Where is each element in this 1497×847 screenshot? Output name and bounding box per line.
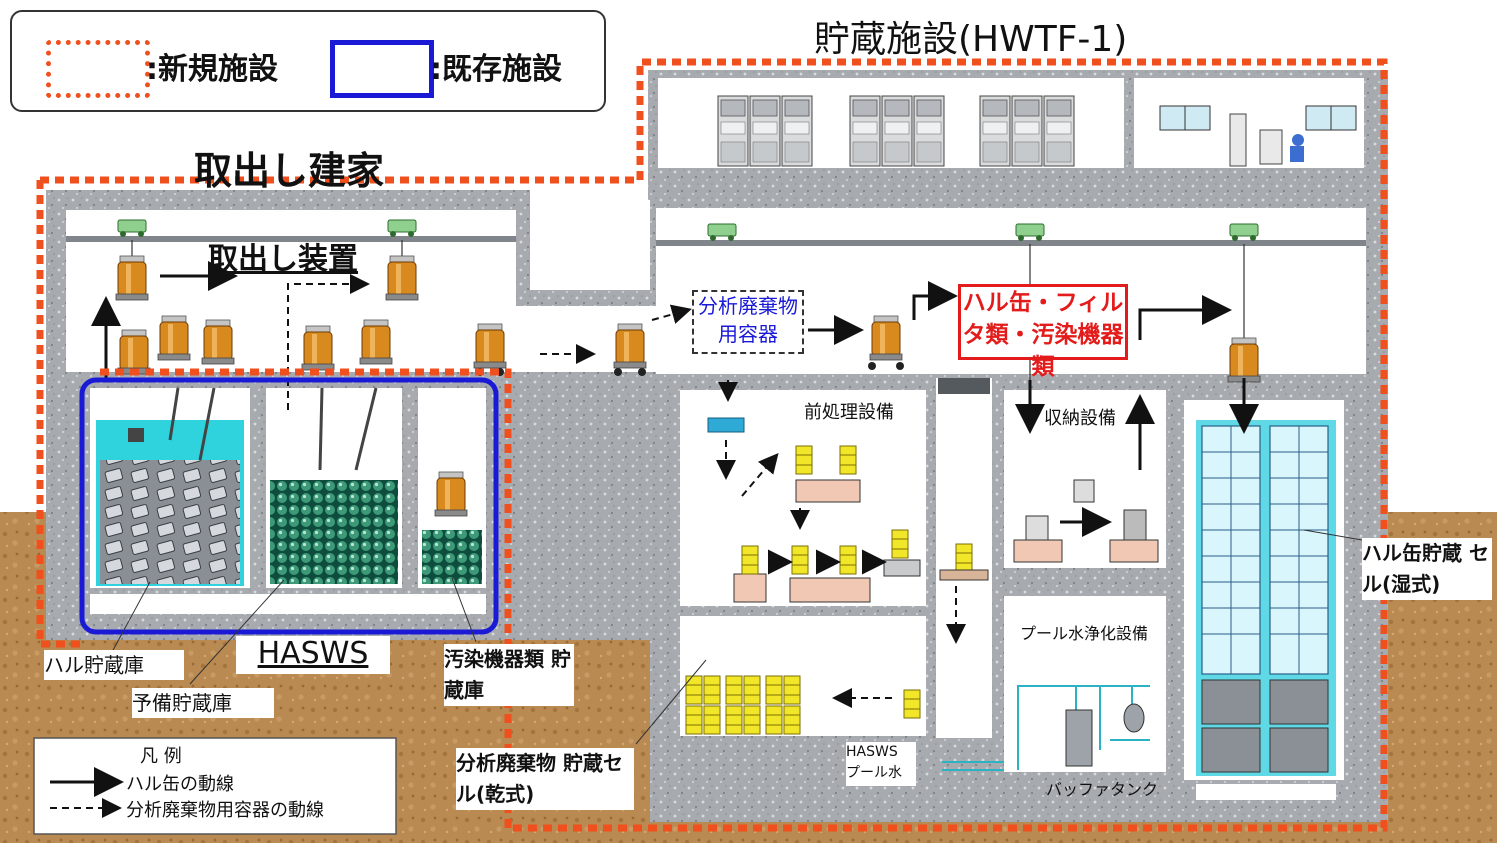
analysis-dry-cell-label: 分析廃棄物 貯蔵セル(乾式)	[456, 748, 634, 810]
contaminated-storage-label: 汚染機器類 貯蔵庫	[444, 644, 574, 706]
haSWS-pool-water-label: HASWS プール水	[846, 742, 916, 786]
hull-filter-box: ハル缶・フィルタ類・汚染機器類	[958, 284, 1128, 380]
pretreatment-label: 前処理設備	[804, 402, 894, 423]
storage-equipment-label: 収納設備	[1044, 408, 1116, 429]
legend-panel: :新規施設 :既存施設	[10, 10, 606, 112]
pool-purification-label: プール水浄化設備	[1020, 624, 1149, 643]
legend-dashed-label: 分析廃棄物用容器の動線	[126, 800, 324, 821]
hull-storage-label: ハル貯蔵庫	[44, 650, 184, 680]
buffer-tank-label: バッファタンク	[1046, 780, 1159, 799]
legend-solid-label: ハル缶の動線	[126, 774, 234, 795]
existing-facility-label: :既存施設	[430, 52, 562, 87]
hull-wet-cell-label: ハル缶貯蔵 セル(湿式)	[1362, 538, 1492, 600]
new-facility-label: :新規施設	[146, 52, 278, 87]
analysis-container-box: 分析廃棄物用容器	[692, 290, 804, 354]
existing-facility-swatch	[330, 40, 434, 98]
retrieval-building-title: 取出し建家	[194, 149, 385, 193]
reserve-storage-label: 予備貯蔵庫	[132, 688, 274, 718]
new-facility-swatch	[46, 40, 150, 98]
haSWS-label: HASWS	[236, 636, 390, 674]
retrieval-device-label: 取出し装置	[208, 242, 358, 277]
legend-title: 凡 例	[140, 746, 182, 767]
storage-facility-title: 貯蔵施設(HWTF-1)	[814, 19, 1128, 60]
